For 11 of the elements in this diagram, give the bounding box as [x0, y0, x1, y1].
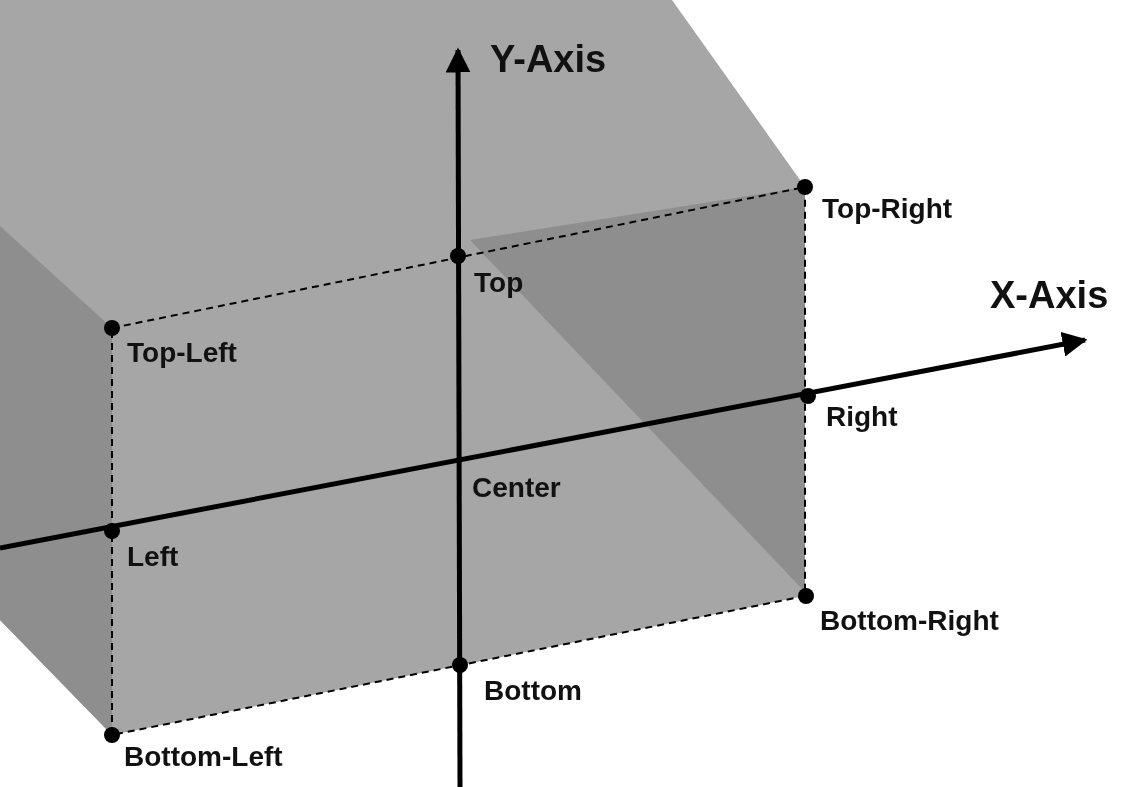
point-label: Right: [826, 403, 898, 431]
point-label: Left: [127, 543, 179, 571]
point-label: Top-Left: [127, 339, 237, 367]
point-label: Bottom: [484, 677, 582, 705]
point-label: Bottom-Left: [124, 743, 283, 771]
point-label: Bottom-Right: [820, 607, 999, 635]
point-label: Top-Right: [822, 195, 953, 223]
point-label: Top: [474, 269, 524, 297]
axis-label: X-Axis: [990, 276, 1109, 314]
axis-label: Y-Axis: [490, 40, 607, 78]
point-label: Center: [472, 474, 561, 502]
